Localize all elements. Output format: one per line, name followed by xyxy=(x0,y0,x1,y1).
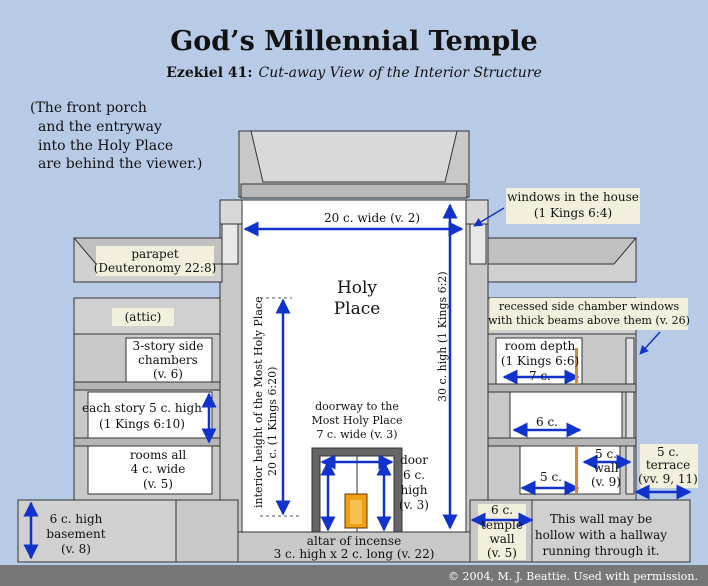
rooms-all-label-3: (v. 5) xyxy=(143,477,173,491)
right-story-2 xyxy=(509,391,623,441)
left-story-1 xyxy=(87,445,213,495)
room-depth-label-3: 7 c. xyxy=(529,369,551,383)
right-parapet-slope xyxy=(487,237,638,265)
hollow-wall-label-1: This wall may be xyxy=(550,512,652,526)
temple-wall-label-2: temple xyxy=(481,518,523,532)
dimension-arrows xyxy=(23,203,692,560)
altar-label-2: 3 c. high x 2 c. long (v. 22) xyxy=(274,547,435,561)
hollow-wall-label-3: running through it. xyxy=(543,544,660,558)
right-window-1 xyxy=(625,445,635,495)
windows-house-label-1: windows in the house xyxy=(507,190,639,204)
six-c-label: 6 c. xyxy=(536,415,558,429)
interior-height-label-1: interior height of the Most Holy Place xyxy=(252,296,265,508)
rooms-all-label-1: rooms all xyxy=(130,448,187,462)
door-label-3: high xyxy=(401,483,428,497)
five-c-room-label: 5 c. xyxy=(540,470,562,484)
terrace-label-2: terrace xyxy=(646,458,690,472)
basement-center xyxy=(237,531,471,563)
temple-wall-label-3: wall xyxy=(489,532,514,546)
hollow-wall-panel xyxy=(531,499,691,563)
doorway-label-3: 7 c. wide (v. 3) xyxy=(316,428,397,441)
recessed-label-1: recessed side chamber windows xyxy=(499,300,680,313)
doorway-label-1: doorway to the xyxy=(315,400,399,413)
note-line-3: into the Holy Place xyxy=(38,138,173,154)
holy-place-label-2: Place xyxy=(334,299,381,319)
left-story-3 xyxy=(125,337,213,383)
temple-wall-label-1: 6 c. xyxy=(491,503,513,517)
side-chambers-label-3: (v. 6) xyxy=(153,367,183,381)
parapet-box xyxy=(96,246,214,276)
room-depth-label-2: (1 Kings 6:6) xyxy=(501,354,579,368)
note-line-4: are behind the viewer.) xyxy=(38,156,202,172)
side-chambers-label-1: 3-story side xyxy=(132,339,203,353)
subtitle-reference: Ezekiel 41: xyxy=(166,65,252,81)
terrace-label-3: (vv. 9, 11) xyxy=(638,472,698,486)
height-30-label: 30 c. high (1 Kings 6:2) xyxy=(436,271,449,402)
windows-house-box xyxy=(506,188,640,224)
basement-label-3: (v. 8) xyxy=(61,542,91,556)
note-line-1: (The front porch xyxy=(30,100,147,116)
side-chambers-label-2: chambers xyxy=(138,353,198,367)
left-high-window xyxy=(221,223,239,265)
basement-label-1: 6 c. high xyxy=(50,512,103,526)
terrace-box xyxy=(640,444,698,488)
diagram-title: God’s Millennial Temple xyxy=(170,26,538,57)
recessed-label-2: with thick beams above them (v. 26) xyxy=(488,314,690,327)
parapet-label-1: parapet xyxy=(131,247,179,261)
attic-box xyxy=(112,308,174,326)
wall-label-2: wall xyxy=(593,461,618,475)
terrace-label-1: 5 c. xyxy=(657,445,679,459)
windows-house-label-2: (1 Kings 6:4) xyxy=(534,206,612,220)
left-story-2 xyxy=(87,391,213,441)
basement-label-2: basement xyxy=(46,527,105,541)
recessed-box xyxy=(490,298,688,330)
central-roof-beam xyxy=(240,183,468,199)
doorway-label-2: Most Holy Place xyxy=(311,414,402,427)
door-label-1: door xyxy=(400,453,428,467)
left-label-panel xyxy=(17,499,177,563)
recessed-pointer xyxy=(639,331,661,355)
temple-wall-label-4: (v. 5) xyxy=(487,546,517,560)
rooms-all-label-2: 4 c. wide xyxy=(131,462,186,476)
subtitle-text: Cut-away View of the Interior Structure xyxy=(259,65,542,81)
right-high-window xyxy=(469,223,487,265)
label-boxes xyxy=(96,188,698,560)
window-pointer xyxy=(473,207,505,227)
hollow-wall-label-2: hollow with a hallway xyxy=(535,528,667,542)
parapet-label-2: (Deuteronomy 22:8) xyxy=(94,261,217,275)
copyright-text: © 2004, M. J. Beattie. Used with permiss… xyxy=(448,570,698,583)
right-window-3 xyxy=(625,337,635,387)
holy-place-label-1: Holy xyxy=(337,278,377,298)
each-story-label-2: (1 Kings 6:10) xyxy=(99,417,185,431)
diagram-subtitle: Ezekiel 41: Cut-away View of the Interior… xyxy=(166,65,542,81)
room-depth-label-1: room depth xyxy=(505,339,576,353)
each-story-label-1: each story 5 c. high xyxy=(82,401,202,415)
wall-label-1: 5 c. xyxy=(595,447,617,461)
wall-label-3: (v. 9) xyxy=(591,475,621,489)
door-label-2: 6 c. xyxy=(403,468,425,482)
attic-label: (attic) xyxy=(125,310,162,324)
central-roof-inner xyxy=(250,130,458,183)
note-line-2: and the entryway xyxy=(38,119,162,135)
interior-height-label-2: 20 c. (1 Kings 6:20) xyxy=(266,367,279,476)
right-window-2 xyxy=(625,391,635,441)
door-label-4: (v. 3) xyxy=(399,498,429,512)
footer-bar xyxy=(0,565,708,586)
altar-label-1: altar of incense xyxy=(307,534,401,548)
viewer-note: (The front porch and the entryway into t… xyxy=(30,100,202,172)
width-label: 20 c. wide (v. 2) xyxy=(324,211,420,225)
